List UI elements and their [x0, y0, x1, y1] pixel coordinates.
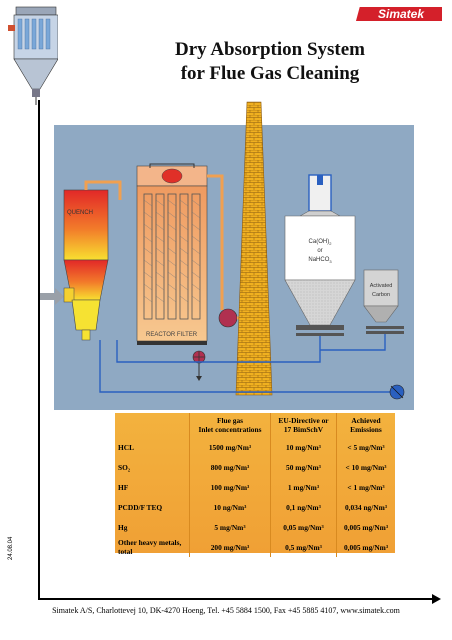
chimney-stack [235, 101, 273, 396]
achieved-cell: 0,034 ng/Nm³ [336, 497, 395, 517]
quench-tower [63, 189, 109, 341]
pollutant-cell: HF [118, 482, 129, 492]
carbon-label-line-1: Activated [370, 283, 393, 289]
reactor-filter [136, 163, 208, 381]
quench-label: QUENCH [67, 210, 93, 216]
carbon-label-line-2: Carbon [372, 292, 390, 298]
title-line-2: for Flue Gas Cleaning [180, 63, 360, 84]
simatek-logo: Simatek [355, 6, 446, 22]
pollutant-cell: HCL [118, 442, 135, 452]
table-row: HCL 1500 mg/Nm³ 10 mg/Nm³ < 5 mg/Nm³ [115, 437, 395, 457]
inlet-cell: 5 mg/Nm³ [189, 517, 271, 537]
footer-address: Simatek A/S, Charlottevej 10, DK-4270 Ho… [52, 606, 400, 615]
margin-line [38, 100, 40, 600]
svg-text:NaHCO3: NaHCO3 [308, 257, 332, 264]
date-code: 24.08.04 [8, 536, 14, 560]
achieved-cell: < 1 mg/Nm³ [336, 477, 395, 497]
table-row: Other heavy metals, total 200 mg/Nm³ 0,5… [115, 537, 395, 557]
reactor-label: REACTOR FILTER [146, 332, 198, 338]
filter-thumbnail-icon [8, 5, 59, 105]
flue-gas-inlet-arrow [40, 288, 64, 305]
achieved-cell: 0,005 mg/Nm³ [336, 517, 395, 537]
svg-text:Ca(OH)2: Ca(OH)2 [309, 239, 333, 246]
directive-cell: 0,1 ng/Nm³ [269, 497, 337, 517]
table-row: SO₂ 800 mg/Nm³ 50 mg/Nm³ < 10 mg/Nm³ [115, 457, 395, 477]
directive-cell: 50 mg/Nm³ [269, 457, 337, 477]
pollutant-cell: Other heavy metals, total [118, 538, 182, 556]
inlet-cell: 100 mg/Nm³ [189, 477, 271, 497]
activated-carbon-hopper [363, 269, 404, 334]
achieved-cell: < 5 mg/Nm³ [336, 437, 395, 457]
bottom-line [38, 598, 435, 600]
achieved-cell: < 10 mg/Nm³ [336, 457, 395, 477]
silo-label-sub-3: 3 [329, 259, 332, 264]
inlet-cell: 200 mg/Nm³ [189, 537, 271, 557]
pollutant-cell: SO₂ [118, 462, 131, 472]
brand-name: Simatek [378, 7, 425, 21]
table-row: Hg 5 mg/Nm³ 0,05 mg/Nm³ 0,005 mg/Nm³ [115, 517, 395, 537]
arrow-right-icon [432, 594, 441, 604]
directive-cell: 0,05 mg/Nm³ [269, 517, 337, 537]
header-cell-empty [115, 413, 190, 437]
pollutant-cell: Hg [118, 522, 128, 532]
inlet-cell: 800 mg/Nm³ [189, 457, 271, 477]
silo-label-sub-1: 2 [329, 241, 332, 246]
inlet-cell: 1500 mg/Nm³ [189, 437, 271, 457]
page-title: Dry Absorption System for Flue Gas Clean… [110, 38, 430, 86]
pollutant-cell: PCDD/F TEQ [118, 502, 163, 512]
directive-cell: 10 mg/Nm³ [269, 437, 337, 457]
lime-silo [284, 174, 356, 336]
silo-label-line-1: Ca(OH) [309, 239, 330, 245]
directive-cell: 1 mg/Nm³ [269, 477, 337, 497]
directive-cell: 0,5 mg/Nm³ [269, 537, 337, 557]
inlet-cell: 10 ng/Nm³ [189, 497, 271, 517]
silo-label-line-2: or [317, 248, 322, 254]
title-line-1: Dry Absorption System [174, 39, 365, 60]
table-row: HF 100 mg/Nm³ 1 mg/Nm³ < 1 mg/Nm³ [115, 477, 395, 497]
table-row: PCDD/F TEQ 10 ng/Nm³ 0,1 ng/Nm³ 0,034 ng… [115, 497, 395, 517]
achieved-cell: 0,005 mg/Nm³ [336, 537, 395, 557]
fan-icon [218, 308, 238, 328]
silo-label-line-3: NaHCO [308, 257, 329, 263]
